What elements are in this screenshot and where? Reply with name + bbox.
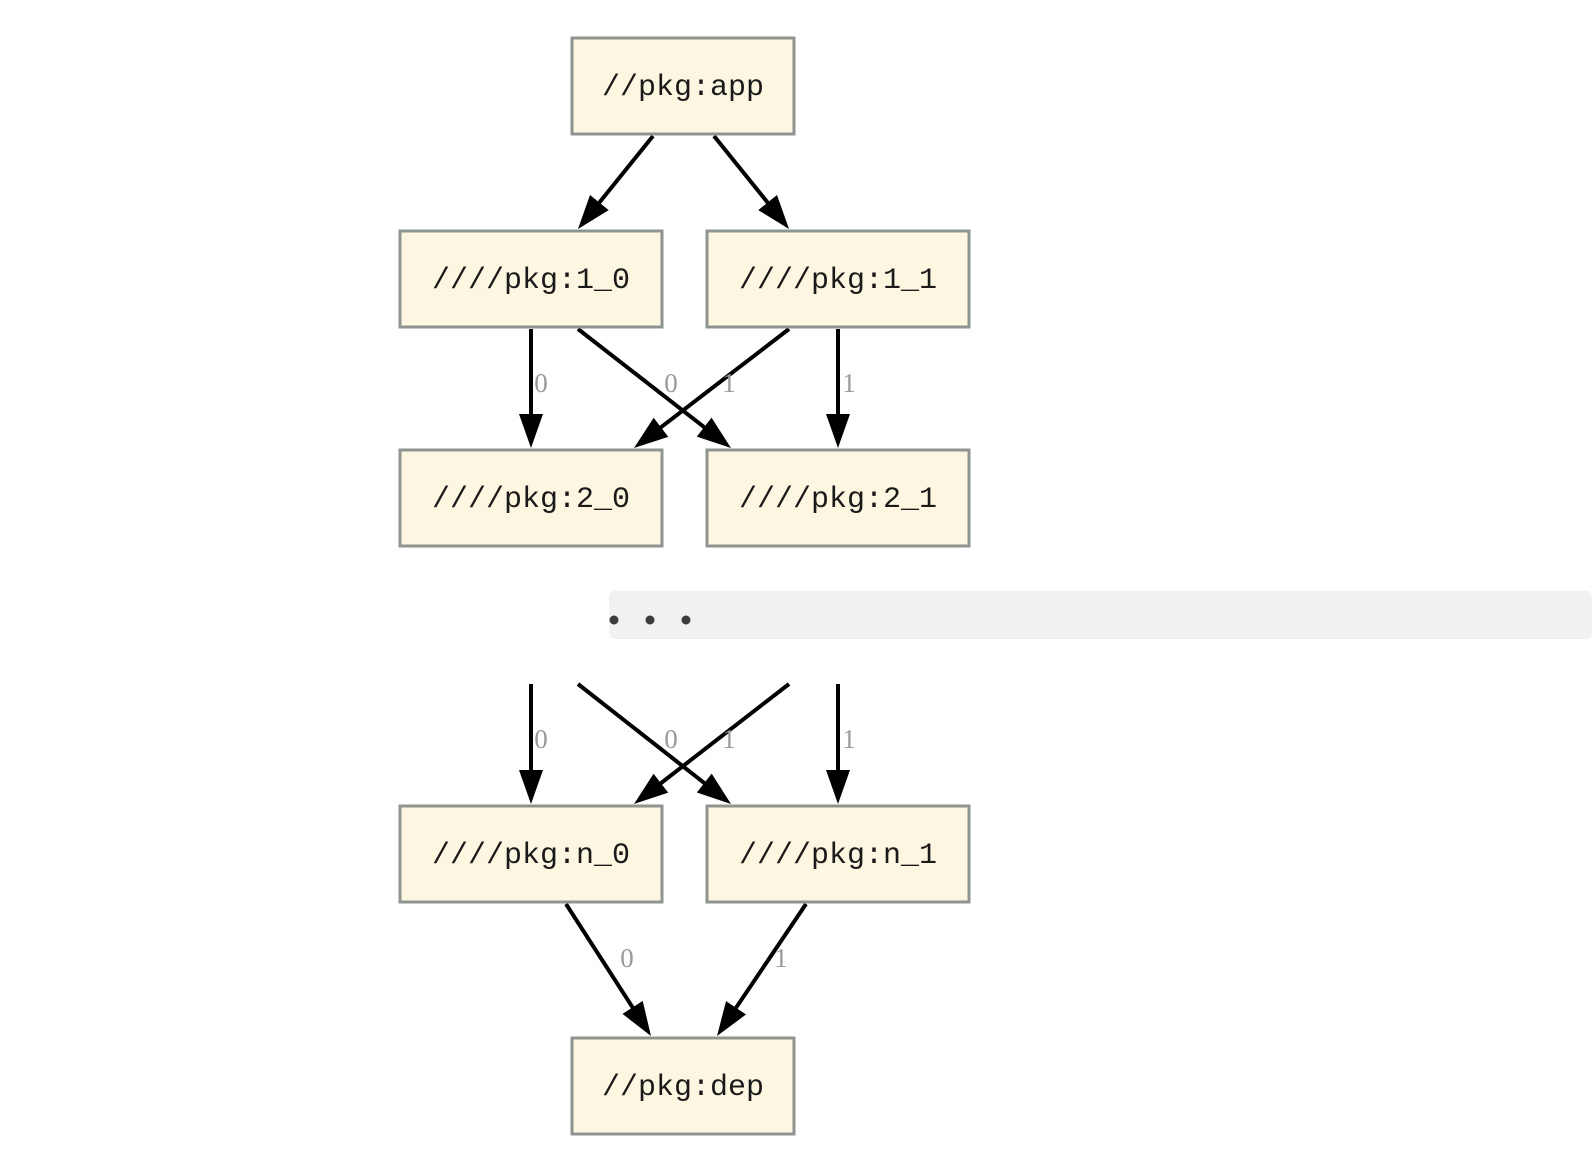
edge-e-1_0-2_1 bbox=[576, 327, 711, 433]
node-dep[interactable]: //pkg:dep bbox=[570, 1036, 796, 1136]
edge-e-n_1-cross bbox=[576, 682, 711, 789]
edge-label-e-n_0-cross: 1 bbox=[722, 724, 736, 754]
ellipsis-dot-2 bbox=[681, 615, 691, 625]
node-label-ln_0: ////pkg:n_0 bbox=[432, 839, 630, 873]
arrowhead-e-n_1-prev bbox=[826, 770, 850, 804]
ellipsis-dot-1 bbox=[645, 615, 655, 625]
edge-label-e-1_0-2_0: 0 bbox=[534, 368, 548, 398]
edge-e-app-1_0 bbox=[594, 134, 655, 209]
node-box-l2_0[interactable] bbox=[398, 448, 664, 548]
edge-e-app-1_1 bbox=[712, 134, 773, 209]
arrowhead-e-n_0-prev bbox=[519, 770, 543, 804]
edge-label-e-n_1-prev: 1 bbox=[842, 724, 856, 754]
edge-e-n_1-dep bbox=[730, 902, 808, 1014]
arrowhead-e-n_0-dep bbox=[622, 1000, 651, 1036]
node-box-l2_1[interactable] bbox=[705, 448, 971, 548]
edge-label-e-n_0-dep: 0 bbox=[620, 943, 634, 973]
node-l1_1[interactable]: ////pkg:1_1 bbox=[705, 229, 971, 329]
ellipsis-dots bbox=[609, 615, 691, 625]
ellipsis-group bbox=[609, 591, 1592, 639]
arrowhead-e-n_1-cross bbox=[696, 773, 731, 804]
edge-label-e-n_1-cross: 0 bbox=[664, 724, 678, 754]
arrowhead-e-1_1-2_0 bbox=[634, 417, 669, 448]
edge-label-e-1_1-2_0: 1 bbox=[722, 368, 736, 398]
node-label-l2_1: ////pkg:2_1 bbox=[739, 483, 937, 517]
edges-layer bbox=[519, 134, 850, 1036]
node-box-l1_0[interactable] bbox=[398, 229, 664, 329]
node-l1_0[interactable]: ////pkg:1_0 bbox=[398, 229, 664, 329]
nodes-layer: //pkg:app ////pkg:1_0 ////pkg:1_1 ////pkg:2… bbox=[398, 36, 971, 1136]
node-label-l1_1: ////pkg:1_1 bbox=[739, 264, 937, 298]
node-ln_1[interactable]: ////pkg:n_1 bbox=[705, 804, 971, 904]
edge-label-e-n_0-prev: 0 bbox=[534, 724, 548, 754]
ellipsis-band bbox=[609, 591, 1592, 639]
arrowhead-e-1_0-2_1 bbox=[696, 417, 731, 448]
edge-labels-layer: 0 0 1 1 0 0 1 1 0 1 bbox=[534, 368, 856, 973]
edge-e-n_0-dep bbox=[564, 902, 638, 1014]
node-label-app: //pkg:app bbox=[602, 71, 764, 105]
node-box-ln_0[interactable] bbox=[398, 804, 664, 904]
node-l2_0[interactable]: ////pkg:2_0 bbox=[398, 448, 664, 548]
node-label-l2_0: ////pkg:2_0 bbox=[432, 483, 630, 517]
edge-label-e-n_1-dep: 1 bbox=[774, 943, 788, 973]
arrowhead-e-n_0-cross bbox=[634, 773, 669, 804]
edge-label-e-1_0-2_1: 0 bbox=[664, 368, 678, 398]
node-label-ln_1: ////pkg:n_1 bbox=[739, 839, 937, 873]
arrowhead-e-1_1-2_1 bbox=[826, 414, 850, 448]
node-app[interactable]: //pkg:app bbox=[570, 36, 796, 136]
edge-e-1_1-2_0 bbox=[654, 327, 791, 433]
node-label-dep: //pkg:dep bbox=[602, 1071, 764, 1105]
node-l2_1[interactable]: ////pkg:2_1 bbox=[705, 448, 971, 548]
edge-e-n_0-cross bbox=[654, 682, 791, 789]
arrowhead-e-n_1-dep bbox=[717, 1001, 746, 1036]
arrowhead-e-app-1_1 bbox=[758, 195, 789, 229]
arrowhead-e-app-1_0 bbox=[578, 195, 609, 229]
node-box-app[interactable] bbox=[570, 36, 796, 136]
arrowhead-e-1_0-2_0 bbox=[519, 414, 543, 448]
node-box-ln_1[interactable] bbox=[705, 804, 971, 904]
ellipsis-dot-0 bbox=[609, 615, 619, 625]
node-box-dep[interactable] bbox=[570, 1036, 796, 1136]
node-ln_0[interactable]: ////pkg:n_0 bbox=[398, 804, 664, 904]
node-label-l1_0: ////pkg:1_0 bbox=[432, 264, 630, 298]
node-box-l1_1[interactable] bbox=[705, 229, 971, 329]
edge-label-e-1_1-2_1: 1 bbox=[842, 368, 856, 398]
